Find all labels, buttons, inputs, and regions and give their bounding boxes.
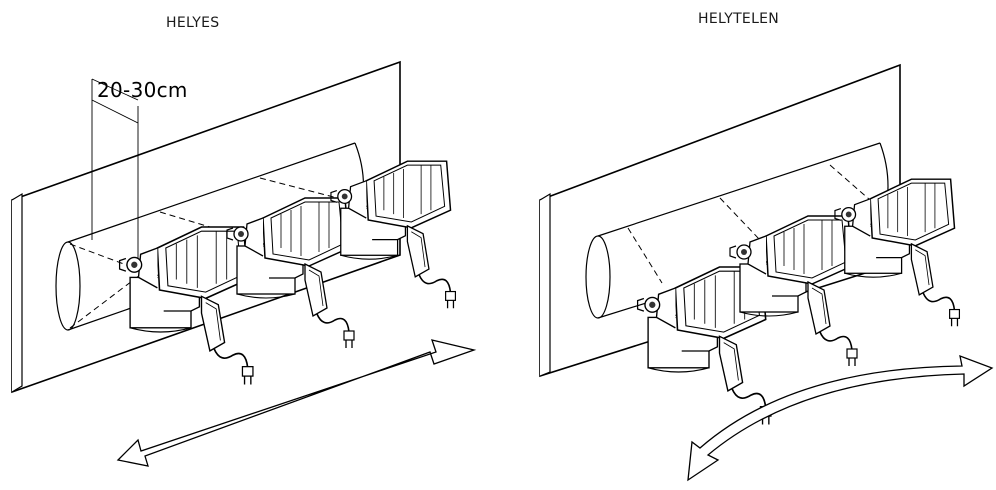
straight-double-arrow xyxy=(116,339,477,467)
correct-technique-illustration xyxy=(11,60,477,467)
distance-guide-lines xyxy=(91,78,139,262)
distance-label: 20-30cm xyxy=(97,78,188,102)
curved-double-arrow xyxy=(687,354,994,482)
correct-panel-title: HELYES xyxy=(166,15,220,31)
incorrect-technique-illustration xyxy=(539,63,994,482)
incorrect-panel-title: HELYTELEN xyxy=(698,11,780,27)
spray-cone-lines-right xyxy=(627,164,871,284)
